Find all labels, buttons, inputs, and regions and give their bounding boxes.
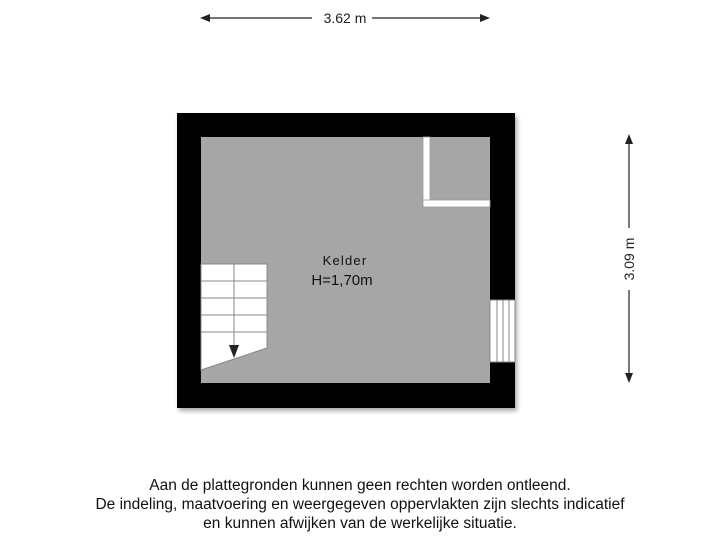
room-name: Kelder xyxy=(323,253,368,268)
window xyxy=(489,299,516,363)
arrow-up-icon xyxy=(625,134,633,144)
disclaimer-line-3: en kunnen afwijken van de werkelijke sit… xyxy=(203,515,517,532)
width-dimension: 3.62 m xyxy=(200,10,490,26)
arrow-right-icon xyxy=(480,14,490,22)
width-label: 3.62 m xyxy=(324,10,367,26)
arrow-down-icon xyxy=(625,373,633,383)
room-height: H=1,70m xyxy=(311,272,372,289)
stair-arrow-icon xyxy=(229,345,239,358)
staircase xyxy=(200,263,268,371)
height-label: 3.09 m xyxy=(621,238,637,281)
disclaimer-line-1: Aan de plattegronden kunnen geen rechten… xyxy=(149,477,571,494)
height-dimension: 3.09 m xyxy=(621,134,637,383)
arrow-left-icon xyxy=(200,14,210,22)
interior-partition xyxy=(422,136,491,208)
disclaimer-line-2: De indeling, maatvoering en weergegeven … xyxy=(95,496,625,513)
disclaimer: Aan de plattegronden kunnen geen rechten… xyxy=(0,476,720,533)
